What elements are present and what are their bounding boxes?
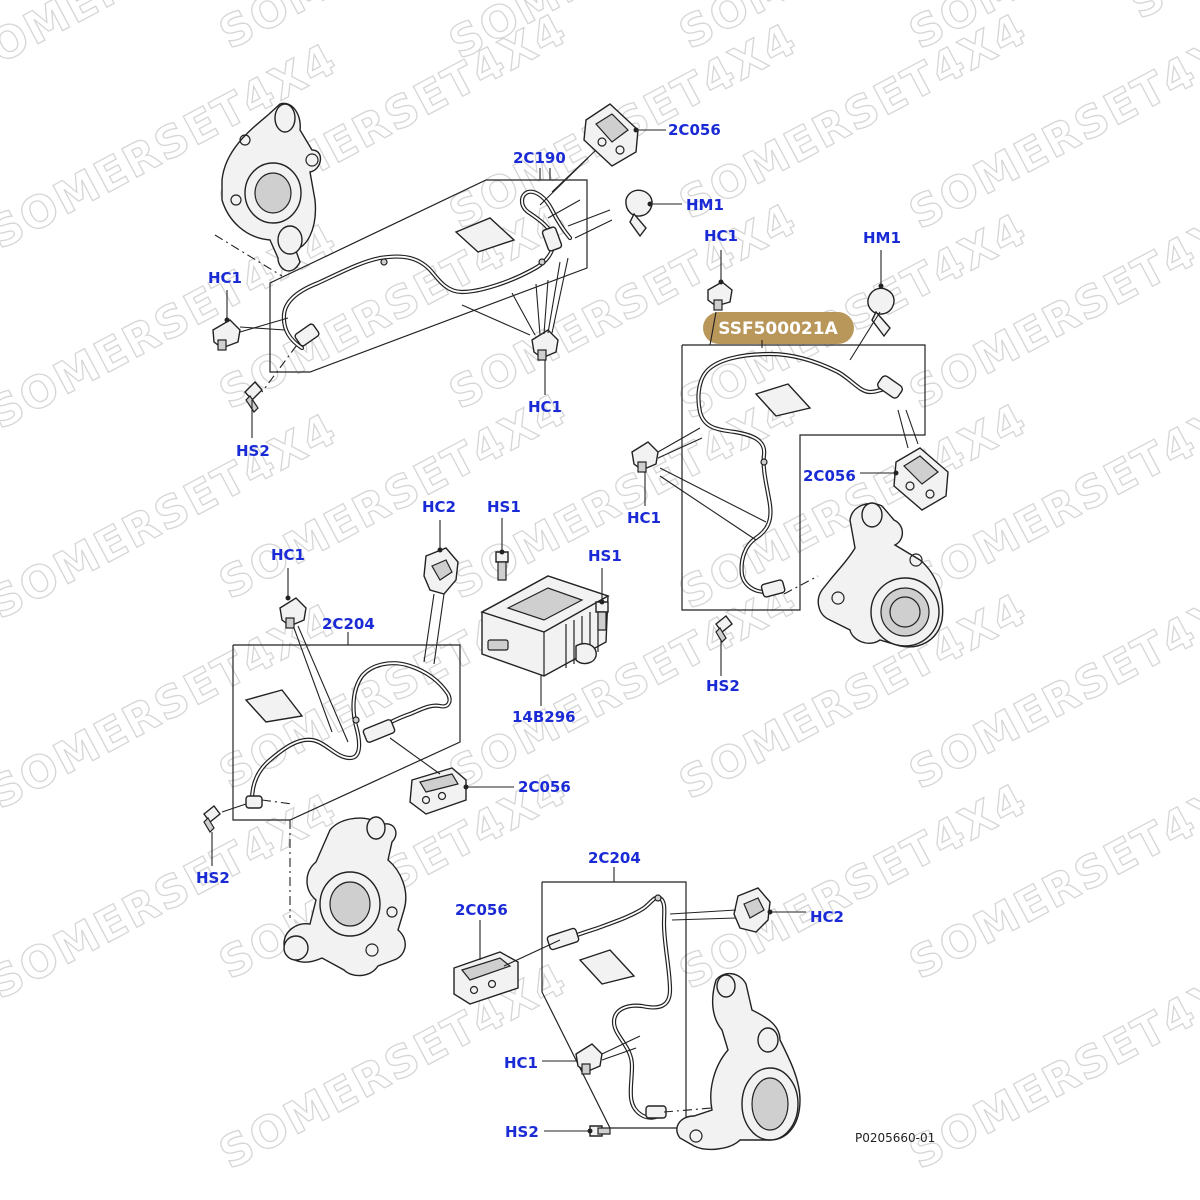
screw-hs1: [595, 568, 609, 631]
label-hc1: HC1: [208, 269, 242, 287]
watermark: SOMERSET4X4: [671, 774, 1036, 1000]
wheel-knuckle: [676, 973, 801, 1151]
badge-text: SSF500021A: [718, 319, 838, 339]
watermark: SOMERSET4X4: [901, 574, 1200, 800]
labels-layer: 2C190 2C056 HM1 HC1 HC1 HS2 HC1 HM1 HC1 …: [196, 121, 935, 1145]
bracket-hc2: [423, 520, 459, 595]
sensor-cable: [281, 189, 573, 351]
control-module-14b296: [480, 575, 610, 706]
bracket-hc2: [733, 887, 806, 933]
label-hc1: HC1: [627, 509, 661, 527]
label-hs1: HS1: [588, 547, 622, 565]
watermark: SOMERSET4X4: [0, 784, 346, 1010]
assembly-outline: [681, 344, 926, 611]
cable-tag: [754, 383, 812, 417]
clip-hc1: [279, 568, 307, 629]
screw-hs2: [244, 380, 263, 438]
screw-hs2: [544, 1125, 611, 1137]
label-hc1: HC1: [528, 398, 562, 416]
top-right-assembly: SSF500021A: [631, 250, 949, 676]
label-2c056: 2C056: [803, 467, 856, 485]
label-hc1: HC1: [504, 1054, 538, 1072]
watermark: SOMERSET4X4: [0, 404, 346, 630]
label-ticks: [347, 168, 615, 882]
clip-hc1: [212, 290, 241, 351]
wheel-knuckle: [283, 816, 407, 977]
assembly-outline: [232, 644, 461, 821]
screw-hs1: [495, 518, 509, 581]
alignment-line: [261, 329, 309, 393]
label-2c056: 2C056: [518, 778, 571, 796]
label-hc1: HC1: [271, 546, 305, 564]
watermark: SOMERSET4X4: [1121, 0, 1200, 30]
label-hs1: HS1: [487, 498, 521, 516]
label-2c056: 2C056: [668, 121, 721, 139]
screw-hs2: [203, 805, 221, 866]
sensor-cable: [245, 661, 452, 809]
label-2c204: 2C204: [322, 615, 375, 633]
label-2c056: 2C056: [455, 901, 508, 919]
clip-hc1: [707, 250, 733, 311]
clip-hc1: [531, 329, 559, 395]
cable-tag: [244, 689, 304, 723]
screw-hs2: [715, 615, 733, 676]
cable-tag: [578, 949, 636, 985]
connector-2c056: [583, 103, 666, 167]
label-hs2: HS2: [706, 677, 740, 695]
sensor-cable: [546, 894, 673, 1120]
clip-hc1: [631, 441, 659, 506]
bottom-assembly: [453, 881, 806, 1151]
clip-hc1: [542, 1043, 603, 1075]
label-hm1: HM1: [863, 229, 901, 247]
assembly-outline: [269, 179, 588, 373]
wheel-knuckle: [221, 102, 322, 272]
reference-number: P0205660-01: [855, 1131, 935, 1145]
label-hs2: HS2: [505, 1123, 539, 1141]
alignment-line: [214, 234, 283, 277]
label-hc2: HC2: [422, 498, 456, 516]
connector-2c056: [860, 447, 949, 511]
cable-tag: [454, 217, 516, 253]
label-14b296: 14B296: [512, 708, 576, 726]
label-hc1: HC1: [704, 227, 738, 245]
wheel-knuckle: [817, 502, 944, 648]
label-hc2: HC2: [810, 908, 844, 926]
label-hs2: HS2: [236, 442, 270, 460]
connector-2c056: [409, 767, 514, 815]
badge: SSF500021A: [703, 312, 854, 344]
label-hs2: HS2: [196, 869, 230, 887]
watermark: SOMERSET4X4: [901, 954, 1200, 1180]
bracket-hm1: [625, 189, 682, 238]
watermark: SOMERSET4X4: [901, 764, 1200, 990]
label-2c190: 2C190: [513, 149, 566, 167]
middle-left-assembly: [203, 520, 514, 977]
badge-background: [703, 312, 854, 344]
assembly-outline: [541, 881, 687, 1129]
label-hm1: HM1: [686, 196, 724, 214]
label-2c204: 2C204: [588, 849, 641, 867]
connector-2c056: [453, 920, 519, 1005]
top-left-assembly: [212, 102, 682, 438]
